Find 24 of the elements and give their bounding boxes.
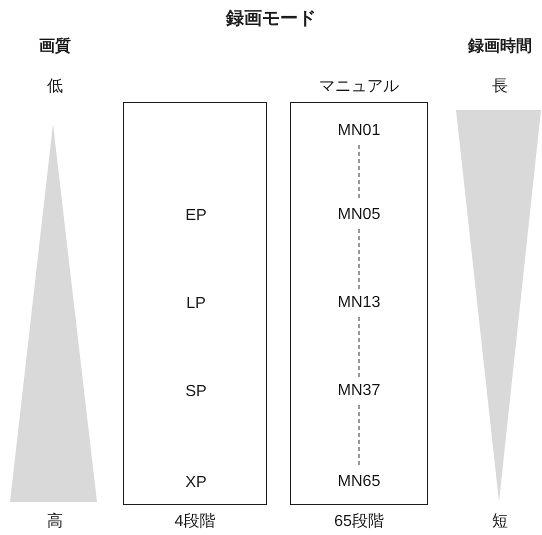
axis-heading: 画質 [39, 37, 71, 57]
axis-heading: 録画時間 [468, 37, 532, 57]
mode-label: LP [186, 294, 206, 314]
dashed-connector [358, 228, 360, 290]
scale-label: 低 [47, 77, 63, 97]
step-count-label: 65段階 [334, 512, 384, 532]
mode-label: MN65 [338, 472, 380, 492]
title: 録画モード [226, 8, 316, 28]
mode-label: MN37 [338, 381, 380, 401]
mode-label: MN05 [338, 205, 380, 225]
column-heading: マニュアル [319, 77, 399, 97]
mode-label: SP [185, 382, 207, 402]
dashed-connector [358, 316, 360, 378]
scale-label: 高 [47, 512, 63, 532]
mode-label: MN13 [338, 293, 380, 313]
scale-label: 長 [492, 77, 508, 97]
mode-label: MN01 [338, 121, 380, 141]
quality-wedge [10, 124, 97, 502]
time-wedge [456, 110, 541, 502]
mode-label: XP [185, 473, 207, 493]
column-box [123, 102, 267, 505]
scale-label: 短 [492, 512, 508, 532]
step-count-label: 4段階 [174, 512, 216, 532]
mode-label: EP [185, 206, 207, 226]
